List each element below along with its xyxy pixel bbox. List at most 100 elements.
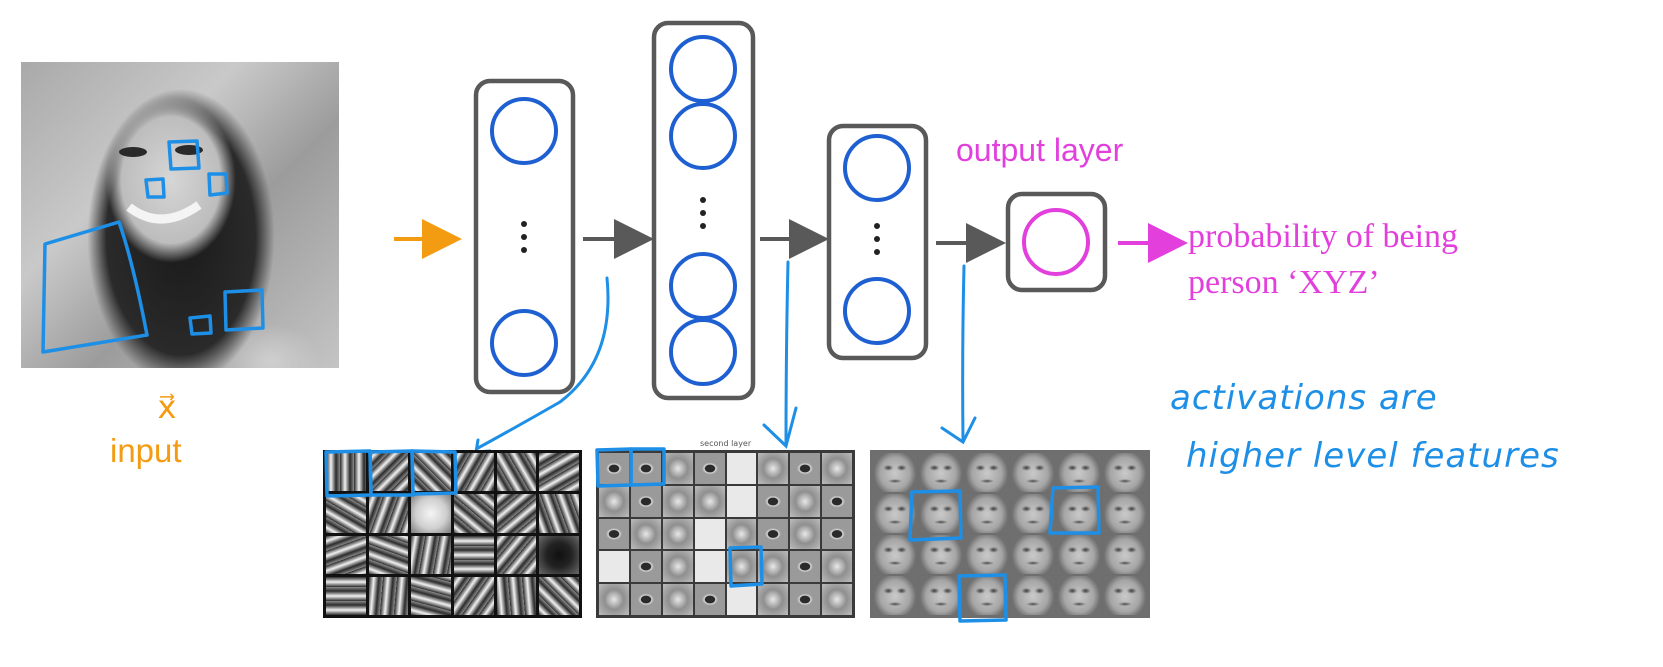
feature-cell — [726, 584, 757, 615]
feature-cell — [726, 485, 757, 517]
hand-arrow-layer3-head — [940, 416, 977, 445]
feature-cell — [662, 453, 693, 484]
highlight-box-part-2 — [629, 447, 666, 487]
layer3-ellipsis — [874, 223, 880, 255]
layer3-neuron-bottom — [843, 277, 911, 345]
feature-cell — [694, 518, 725, 550]
feature-cell — [662, 584, 693, 615]
face-feature-cell — [1057, 576, 1101, 615]
face-feature-cell — [1057, 494, 1101, 533]
highlight-box-face-3 — [957, 573, 1008, 623]
input-face-image — [21, 62, 339, 368]
feature-cell — [694, 584, 725, 615]
highlight-box-part-1 — [595, 447, 633, 488]
face-feature-cell — [1103, 535, 1147, 574]
output-probability-line2: person ‘XYZ’ — [1188, 264, 1380, 301]
feature-cell — [599, 551, 629, 583]
feature-cell — [694, 551, 725, 583]
hidden-layer-1-box — [473, 78, 576, 395]
feature-cell — [758, 518, 789, 550]
face-feature-cell — [1011, 453, 1055, 492]
feature-cell — [326, 535, 366, 574]
feature-cell — [539, 576, 579, 615]
feature-cell — [662, 518, 693, 550]
feature-cell — [411, 576, 451, 615]
feature-cell — [822, 453, 852, 484]
feature-cell — [630, 453, 661, 484]
face-feature-cell — [1011, 535, 1055, 574]
face-feature-cell — [965, 494, 1009, 533]
feature-cell — [662, 485, 693, 517]
feature-cell — [368, 494, 409, 533]
feature-cell — [411, 453, 451, 492]
highlight-box-edge-1 — [324, 449, 373, 498]
feature-cell — [454, 494, 494, 533]
output-layer-box — [1005, 191, 1108, 293]
layer2-ellipsis — [700, 197, 706, 229]
feature-cell — [790, 485, 821, 517]
face-feature-cell — [965, 535, 1009, 574]
hand-arrow-layer3 — [961, 264, 966, 442]
layer3-feature-grid — [870, 450, 1150, 618]
feature-cell — [694, 453, 725, 484]
layer2-neuron-2 — [669, 102, 737, 170]
feature-cell — [368, 535, 409, 574]
feature-cell — [368, 576, 409, 615]
feature-cell — [822, 551, 852, 583]
feature-cell — [790, 453, 821, 484]
feature-cell — [758, 485, 789, 517]
feature-cell — [496, 453, 537, 492]
feature-cell — [539, 453, 579, 492]
feature-cell — [790, 584, 821, 615]
feature-cell — [539, 494, 579, 533]
hidden-layer-3-box — [826, 123, 929, 361]
input-vector-symbol: x⃗ — [157, 388, 177, 426]
feature-cell — [411, 494, 451, 533]
feature-cell — [411, 535, 451, 574]
feature-cell — [822, 518, 852, 550]
face-feature-cell — [1057, 535, 1101, 574]
feature-cell — [454, 535, 494, 574]
feature-cell — [630, 485, 661, 517]
hand-arrow-layer2 — [784, 260, 790, 447]
feature-cell — [599, 518, 629, 550]
feature-cell — [496, 494, 537, 533]
feature-cell — [326, 576, 366, 615]
feature-cell — [758, 453, 789, 484]
feature-cell — [599, 584, 629, 615]
output-layer-label: output layer — [956, 132, 1124, 168]
face-feature-cell — [1011, 494, 1055, 533]
face-feature-cell — [919, 535, 963, 574]
face-feature-cell — [1103, 453, 1147, 492]
feature-cell — [630, 551, 661, 583]
layer2-feature-grid — [596, 450, 855, 618]
feature-cell — [726, 453, 757, 484]
output-probability-text: probability of being person ‘XYZ’ — [1188, 214, 1458, 306]
layer2-neuron-1 — [669, 35, 737, 103]
face-feature-cell — [965, 453, 1009, 492]
highlight-box-face-1 — [908, 489, 963, 542]
feature-cell — [368, 453, 409, 492]
annotation-line2: higher level features — [1186, 436, 1560, 476]
highlight-box-edge-2 — [368, 449, 415, 497]
feature-cell — [822, 584, 852, 615]
hand-arrow-layer1 — [476, 276, 610, 450]
highlight-box-face-2 — [1048, 485, 1101, 535]
hand-arrow-layer2-head — [762, 406, 798, 449]
face-feature-cell — [1103, 576, 1147, 615]
feature-cell — [630, 584, 661, 615]
layer1-ellipsis — [521, 221, 527, 253]
feature-cell — [790, 551, 821, 583]
feature-cell — [694, 485, 725, 517]
annotation-line1: activations are — [1170, 378, 1438, 418]
second-layer-caption: second layer — [700, 439, 752, 448]
feature-cell — [539, 535, 579, 574]
feature-cell — [662, 551, 693, 583]
face-feature-cell — [1011, 576, 1055, 615]
face-feature-cell — [919, 494, 963, 533]
layer1-neuron-top — [490, 97, 558, 165]
feature-cell — [822, 485, 852, 517]
layer1-feature-grid — [323, 450, 582, 618]
